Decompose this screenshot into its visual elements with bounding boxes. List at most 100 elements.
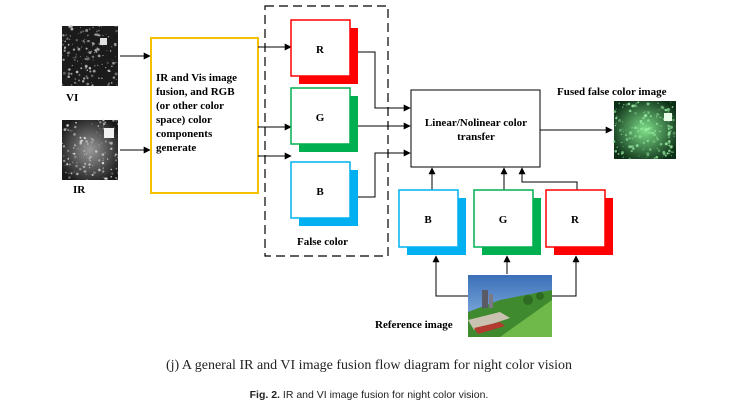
false-color-label: False color <box>297 236 348 248</box>
transfer-line: transfer <box>457 131 495 143</box>
texture-dot <box>65 78 67 80</box>
texture-dot <box>84 154 86 155</box>
texture-dot <box>115 167 118 170</box>
texture-dot <box>110 82 113 84</box>
texture-dot <box>104 152 106 154</box>
texture-dot <box>618 128 622 132</box>
texture-dot <box>73 171 75 173</box>
texture-dot <box>105 33 107 35</box>
texture-dot <box>668 144 671 147</box>
texture-dot <box>64 40 67 43</box>
texture-dot <box>92 139 95 142</box>
texture-dot <box>66 34 68 36</box>
texture-dot <box>616 115 618 118</box>
texture-dot <box>95 48 97 50</box>
texture-dot <box>643 111 645 114</box>
texture-dot <box>70 27 74 31</box>
texture-dot <box>668 152 671 155</box>
texture-dot <box>639 119 643 123</box>
texture-dot <box>91 173 94 176</box>
texture-dot <box>98 119 100 122</box>
texture-dot <box>105 177 107 180</box>
texture-dot <box>81 46 83 48</box>
texture-dot <box>76 162 78 164</box>
texture-dot <box>86 77 89 80</box>
texture-dot <box>115 119 118 122</box>
texture-dot <box>91 123 93 125</box>
texture-dot <box>97 125 100 127</box>
texture-dot <box>71 64 73 67</box>
texture-dot <box>633 126 637 130</box>
texture-dot <box>615 108 617 110</box>
texture-dot <box>87 56 90 60</box>
texture-dot <box>82 165 86 169</box>
texture-dot <box>67 54 69 57</box>
texture-dot <box>79 167 82 171</box>
texture-dot <box>105 66 107 69</box>
texture-dot <box>93 64 96 67</box>
texture-dot <box>655 122 658 125</box>
texture-dot <box>86 76 89 79</box>
texture-dot <box>89 160 91 162</box>
fusion-line: space) color <box>156 114 212 126</box>
texture-dot <box>85 140 89 143</box>
texture-dot <box>88 163 91 166</box>
texture-dot <box>83 42 85 44</box>
texture-dot <box>99 134 101 136</box>
false-color-b-box: B <box>290 161 358 226</box>
texture-dot <box>91 50 93 52</box>
texture-dot <box>75 38 79 42</box>
texture-dot <box>116 123 119 125</box>
texture-dot <box>655 116 658 118</box>
texture-dot <box>634 112 637 115</box>
reference-r-letter: R <box>571 214 580 226</box>
texture-dot <box>621 121 624 123</box>
texture-dot <box>62 43 65 46</box>
texture-dot <box>114 153 117 156</box>
texture-dot <box>615 116 618 120</box>
reference-b-letter: B <box>424 214 432 226</box>
texture-dot <box>646 102 650 106</box>
texture-dot <box>87 51 90 54</box>
texture-dot <box>91 55 95 59</box>
fusion-box-text: IR and Vis image fusion, and RGB (or oth… <box>156 72 237 154</box>
texture-dot <box>642 141 645 144</box>
false-color-r-box: R <box>290 19 358 84</box>
texture-dot <box>622 146 624 148</box>
texture-dot <box>72 48 76 51</box>
texture-dot <box>652 140 656 143</box>
texture-dot <box>83 77 86 80</box>
texture-dot <box>115 78 117 81</box>
texture-dot <box>631 126 633 129</box>
texture-dot <box>657 125 659 127</box>
texture-dot <box>88 51 92 54</box>
texture-dot <box>83 170 87 173</box>
false-color-g-letter: G <box>316 112 325 124</box>
texture-dot <box>89 70 92 73</box>
texture-dot <box>94 33 97 36</box>
texture-dot <box>68 25 71 29</box>
texture-dot <box>115 56 117 58</box>
texture-dot <box>92 42 95 45</box>
texture-dot <box>73 81 76 84</box>
texture-dot <box>75 53 77 55</box>
texture-dot <box>79 31 83 34</box>
texture-dot <box>62 34 65 37</box>
texture-dot <box>114 159 118 162</box>
reference-to-r-arrow <box>552 255 580 297</box>
texture-dot <box>615 149 617 151</box>
texture-dot <box>115 29 118 33</box>
texture-dot <box>106 50 108 52</box>
texture-dot <box>76 172 79 176</box>
texture-dot <box>642 148 645 151</box>
texture-dot <box>635 102 638 105</box>
texture-dot <box>62 154 65 157</box>
texture-dot <box>77 47 81 51</box>
texture-dot <box>111 46 113 48</box>
texture-dot <box>108 141 111 144</box>
ir-label: IR <box>73 184 86 196</box>
texture-dot <box>102 167 104 168</box>
texture-dot <box>79 141 83 145</box>
texture-dot <box>646 156 648 158</box>
